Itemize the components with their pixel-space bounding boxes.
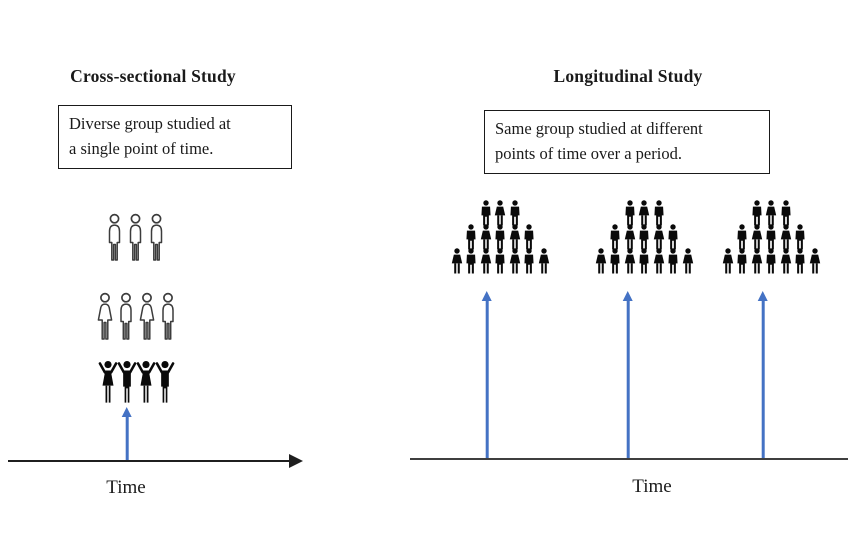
woman-filled-icon xyxy=(720,248,736,274)
woman-filled-icon xyxy=(536,248,552,274)
crowd-row xyxy=(735,224,808,250)
woman-filled-icon xyxy=(778,248,794,274)
man-filled-icon xyxy=(607,248,623,274)
man-outline-icon xyxy=(144,209,168,266)
woman-filled-icon xyxy=(749,248,765,274)
timeline-axis-right xyxy=(410,458,848,461)
man-filled-icon xyxy=(763,248,779,274)
man-filled-icon xyxy=(763,224,779,250)
crowd-row xyxy=(478,200,522,226)
woman-filled-icon xyxy=(680,248,696,274)
woman-filled-icon xyxy=(807,248,823,274)
crowd-row xyxy=(622,200,666,226)
man-filled-icon xyxy=(478,200,494,226)
woman-filled-icon xyxy=(449,248,465,274)
time-label-right: Time xyxy=(632,476,672,497)
longitudinal-title: Longitudinal Study xyxy=(553,66,703,86)
longitudinal-description-box: Same group studied at different points o… xyxy=(484,110,770,174)
cross-sectional-title: Cross-sectional Study xyxy=(70,66,236,86)
woman-filled-icon xyxy=(622,248,638,274)
time-point-arrow-2 xyxy=(626,300,630,459)
crowd-row xyxy=(464,224,537,250)
crowd-row xyxy=(720,248,822,274)
description-line-2: points of time over a period. xyxy=(495,143,682,163)
woman-filled-icon xyxy=(478,224,494,250)
woman-filled-icon xyxy=(492,200,508,226)
man-filled-icon xyxy=(749,200,765,226)
crowd-pyramid xyxy=(593,200,695,274)
population-row-mixed-outline xyxy=(94,288,178,345)
woman-filled-icon xyxy=(651,224,667,250)
time-label-left: Time xyxy=(106,477,146,498)
timeline-arrowhead-icon xyxy=(289,454,303,468)
woman-filled-icon xyxy=(778,224,794,250)
man-filled-icon xyxy=(636,248,652,274)
description-line-2: a single point of time. xyxy=(69,138,214,158)
man-filled-icon xyxy=(463,248,479,274)
man-filled-icon xyxy=(665,248,681,274)
man-filled-icon xyxy=(665,224,681,250)
woman-filled-icon xyxy=(651,248,667,274)
woman-filled-icon xyxy=(507,224,523,250)
man-filled-icon xyxy=(734,224,750,250)
time-point-arrow-left xyxy=(125,416,129,460)
man-outline-icon xyxy=(156,288,180,345)
time-point-arrow-1 xyxy=(485,300,489,459)
time-point-arrow-3 xyxy=(761,300,765,459)
description-line-1: Same group studied at different xyxy=(495,119,703,138)
man-filled-icon xyxy=(521,224,537,250)
woman-filled-icon xyxy=(478,248,494,274)
description-line-1: Diverse group studied at xyxy=(69,114,231,133)
man-filled-icon xyxy=(622,200,638,226)
crowd-row xyxy=(449,248,551,274)
woman-filled-icon xyxy=(622,224,638,250)
man-filled-icon xyxy=(507,200,523,226)
man-filled-icon xyxy=(607,224,623,250)
man-filled-icon xyxy=(492,248,508,274)
cross-sectional-description-box: Diverse group studied at a single point … xyxy=(58,105,292,169)
woman-filled-icon xyxy=(749,224,765,250)
population-row-cheering-filled xyxy=(98,356,174,408)
man-filled-icon xyxy=(778,200,794,226)
man-filled-icon xyxy=(792,248,808,274)
man-filled-icon xyxy=(734,248,750,274)
woman-filled-icon xyxy=(763,200,779,226)
man-filled-icon xyxy=(792,224,808,250)
woman-filled-icon xyxy=(636,200,652,226)
man-filled-icon xyxy=(463,224,479,250)
crowd-pyramid xyxy=(720,200,822,274)
woman-filled-icon xyxy=(593,248,609,274)
timeline-axis-left xyxy=(8,460,290,463)
population-row-men-outline xyxy=(104,209,167,266)
crowd-row xyxy=(608,224,681,250)
man-filled-icon xyxy=(651,200,667,226)
crowd-row xyxy=(593,248,695,274)
man-filled-icon xyxy=(492,224,508,250)
woman-filled-icon xyxy=(507,248,523,274)
man-filled-icon xyxy=(636,224,652,250)
crowd-pyramid xyxy=(449,200,551,274)
man-cheer-icon xyxy=(154,356,176,408)
man-filled-icon xyxy=(521,248,537,274)
crowd-row xyxy=(749,200,793,226)
